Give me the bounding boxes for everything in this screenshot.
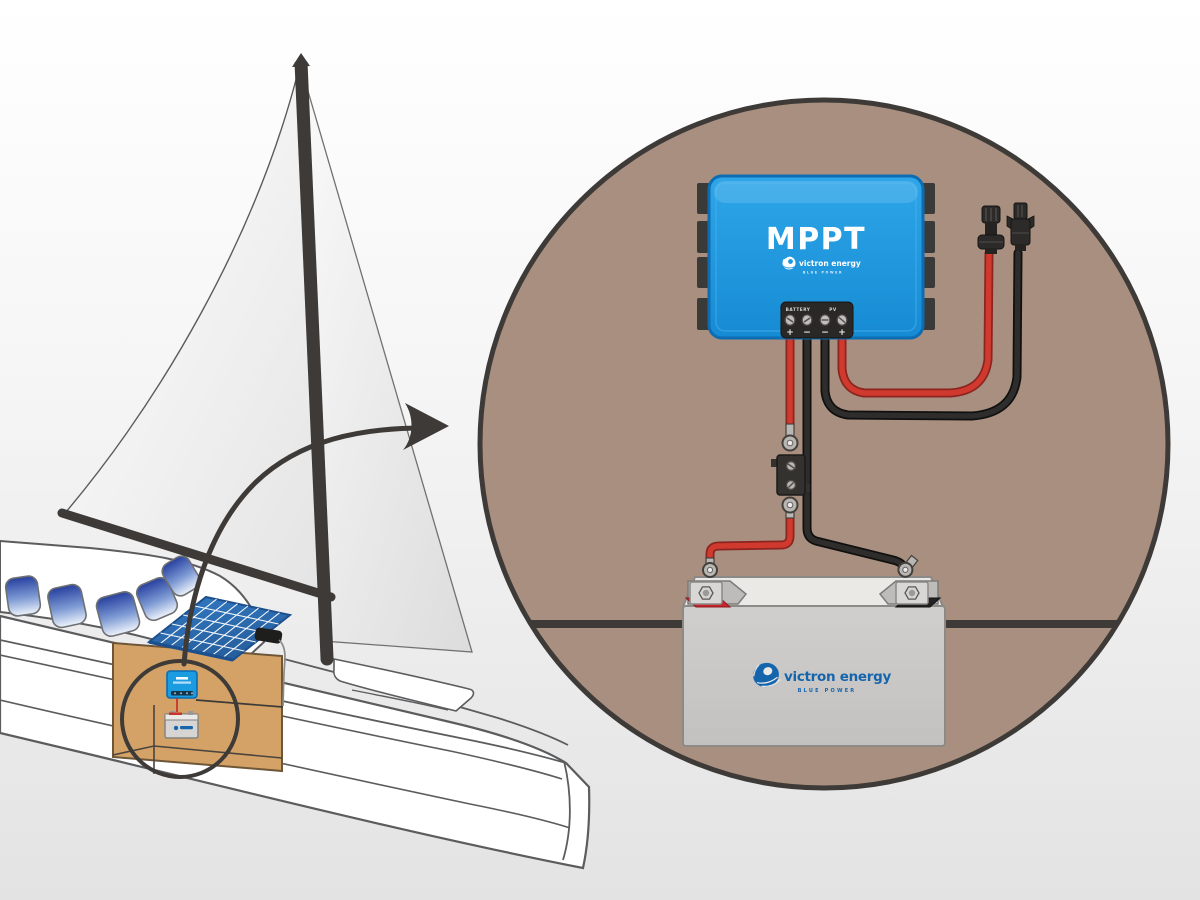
- boom: [57, 508, 336, 602]
- terminal-bolt-negative: [904, 586, 920, 600]
- mc4-male-connector: [1006, 202, 1035, 251]
- detail-circle-small: [120, 659, 240, 779]
- arrowhead: [403, 403, 449, 450]
- mppt-model-label: MPPT: [766, 222, 866, 257]
- solar-panel-edge-band: [148, 640, 234, 662]
- mini-battery-logo: [173, 725, 179, 731]
- deck-details: [283, 658, 569, 746]
- mast: [294, 61, 334, 659]
- fuse-tab: [802, 484, 810, 492]
- svg-text:+: +: [786, 328, 794, 338]
- mast-head: [292, 53, 310, 67]
- battery-front-face: [682, 605, 946, 747]
- mini-controller-logo: [173, 681, 191, 684]
- cockpit-seat-line: [351, 689, 449, 711]
- battery: victron energy BLUE POWER: [681, 576, 946, 747]
- mini-battery-terminal: [188, 711, 193, 715]
- rig: [57, 53, 473, 666]
- inline-fuse-holder: [776, 454, 806, 496]
- pv-negative-wire: [820, 248, 1023, 421]
- cutaway-floor-line: [112, 745, 283, 759]
- polarity-signs: + − − +: [786, 328, 846, 338]
- detail-view: victron energy BLUE POWER: [477, 97, 1171, 791]
- sailboat-illustration: [0, 539, 591, 870]
- battery-lug-positive: [702, 557, 718, 578]
- controller-brand-tagline: BLUE POWER: [803, 271, 843, 275]
- battery-brand-tagline: BLUE POWER: [798, 688, 857, 694]
- transom-edge: [562, 760, 571, 861]
- panel-cable: [278, 639, 286, 707]
- mc4-female-connector: [977, 205, 1005, 254]
- detail-circle: [477, 97, 1171, 791]
- mini-controller-label: [176, 677, 188, 680]
- fuse-tab: [771, 459, 779, 467]
- mppt-charge-controller: MPPT victron energy BLUE POWER BATTERY P…: [697, 174, 935, 340]
- terminal-bolt-positive: [698, 586, 714, 600]
- controller-brand: victron energy: [799, 259, 861, 268]
- zoom-arrow: [181, 403, 449, 667]
- hull-strake-2: [0, 654, 563, 780]
- mini-controller-terminals: [171, 691, 193, 696]
- battery-positive-wire: [705, 327, 795, 568]
- cabin-window: [47, 583, 87, 629]
- mini-battery: [164, 711, 199, 739]
- svg-text:+: +: [838, 328, 846, 338]
- cabin-window: [161, 555, 201, 597]
- cabin-window: [4, 575, 42, 617]
- terminal-block: BATTERY PV + − − +: [780, 301, 854, 339]
- battery-brand-logo: victron energy BLUE POWER: [753, 662, 892, 694]
- controller-brand-logo: victron energy BLUE POWER: [782, 255, 861, 275]
- main-sail: [64, 71, 323, 593]
- cabin-windows: [4, 555, 201, 638]
- cabin-window: [95, 590, 141, 638]
- mini-battery-positive-mark: [169, 712, 182, 715]
- terminal-label-battery: BATTERY: [786, 307, 811, 313]
- pv-positive-wire: [837, 248, 994, 398]
- terminal-label-pv: PV: [829, 307, 837, 313]
- svg-text:−: −: [803, 328, 811, 338]
- hull: [0, 614, 591, 870]
- hull-strake-3: [0, 699, 571, 829]
- hull-strake-1: [0, 639, 567, 764]
- mini-battery-logo-text: [180, 726, 193, 730]
- mini-charge-controller: [166, 670, 198, 699]
- battery-lug-negative: [897, 554, 919, 578]
- cockpit-coaming: [333, 658, 475, 712]
- svg-text:−: −: [821, 328, 829, 338]
- controller-feed-wire: [195, 699, 284, 708]
- battery-brand: victron energy: [784, 669, 891, 685]
- panel-junction-box: [254, 627, 283, 644]
- inline-fuse-assembly: [771, 423, 810, 519]
